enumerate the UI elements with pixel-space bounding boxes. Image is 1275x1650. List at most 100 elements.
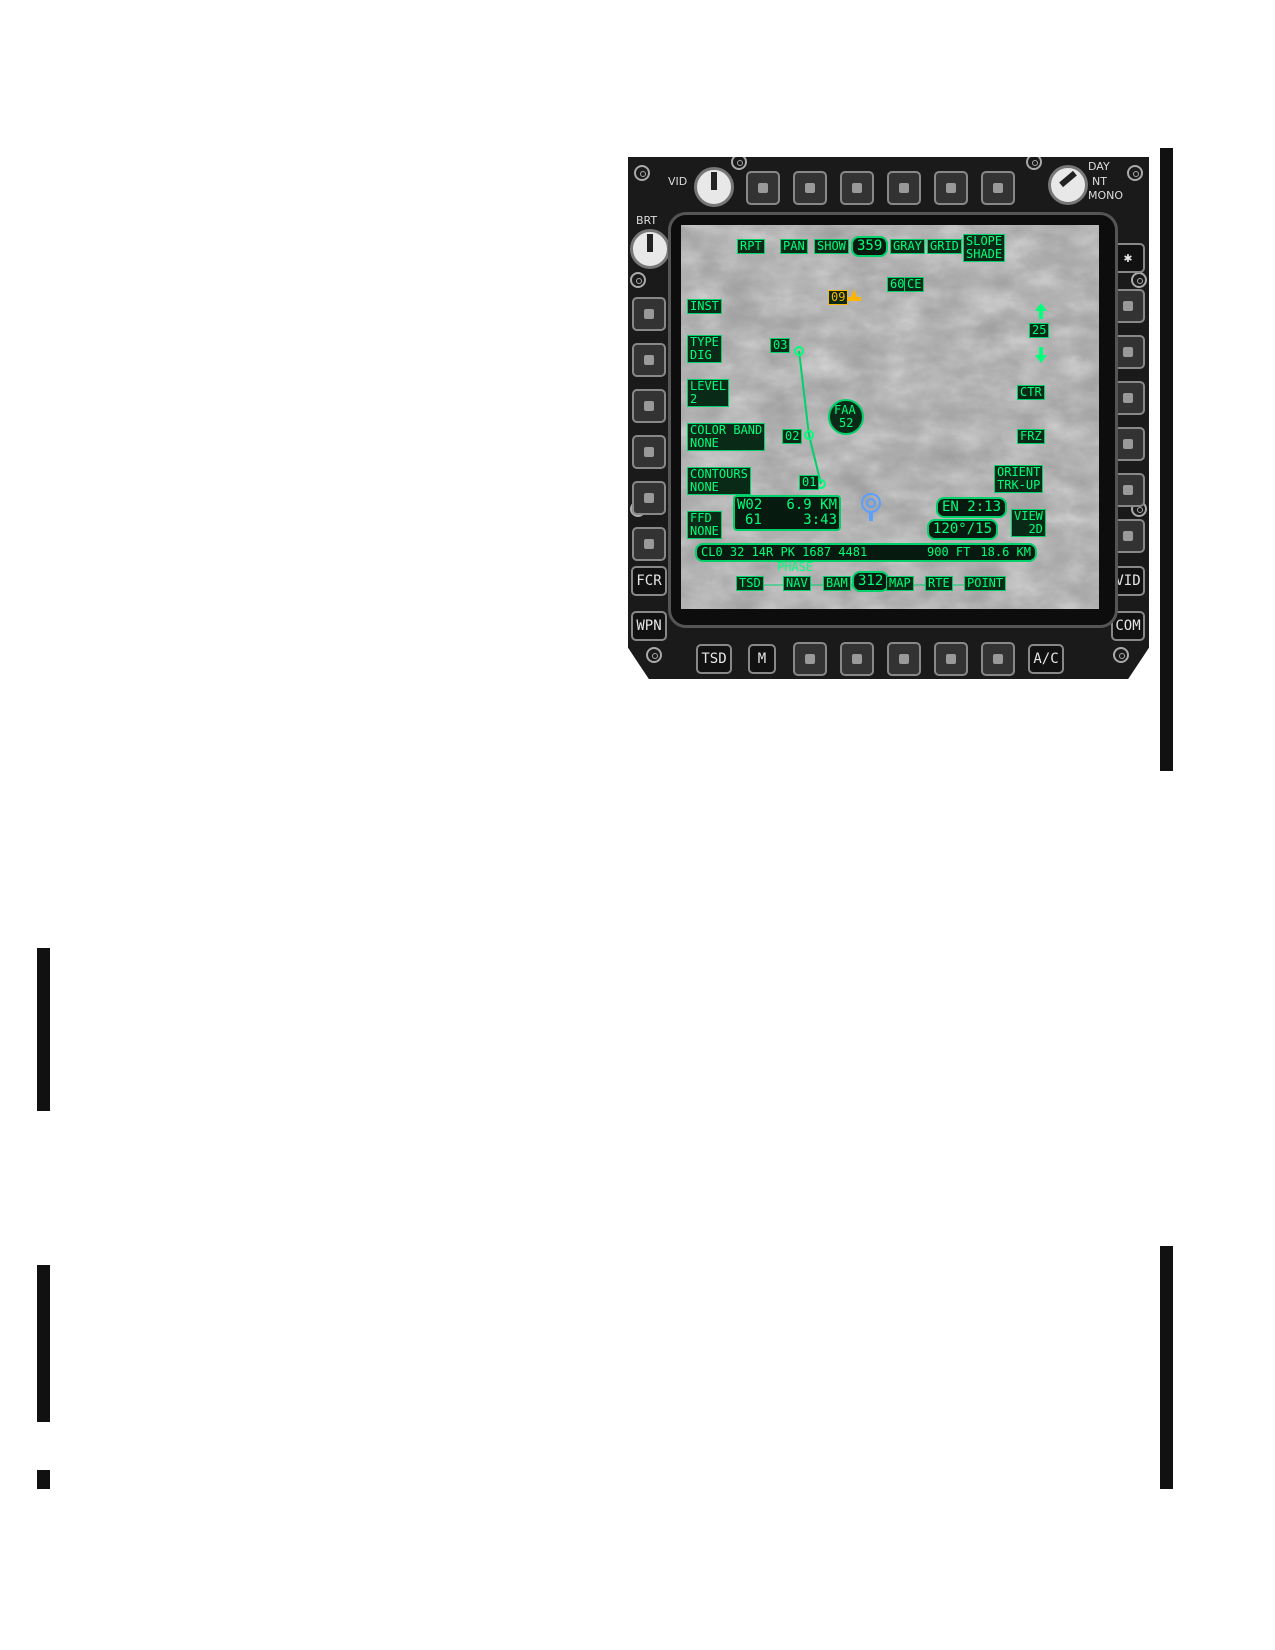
frz-option[interactable]: FRZ [1017,429,1045,444]
fcr-button[interactable]: FCR [631,566,667,596]
osb-left-4[interactable] [632,435,666,469]
osb-left-1[interactable] [632,297,666,331]
osb-top-5[interactable] [934,171,968,205]
tsd-button[interactable]: TSD [696,644,732,674]
grid-option[interactable]: GRID [927,239,962,254]
screw-icon [1127,165,1143,181]
tsd-option[interactable]: TSD [736,576,764,591]
range-up-arrow-icon [1035,303,1047,319]
osb-left-6[interactable] [632,527,666,561]
view-value: 2D [1028,522,1043,536]
ffd-option[interactable]: FFD NONE [687,511,722,539]
osb-top-3[interactable] [840,171,874,205]
osb-top-6[interactable] [981,171,1015,205]
slope-label: SLOPE [966,234,1003,248]
brt-knob[interactable] [630,229,670,269]
change-bar-left-1 [37,948,50,1111]
osb-left-2[interactable] [632,343,666,377]
status-altitude: 900 FT [927,545,971,559]
waypoint-03-marker [794,346,804,356]
heading-readout: 359 [851,236,889,257]
screw-icon [1113,647,1129,663]
range-value: 25 [1029,323,1050,338]
brt-knob-label: BRT [636,214,658,227]
view-label: VIEW [1014,509,1043,523]
waypoint-id: W02 [737,497,763,513]
screw-icon [731,157,747,170]
contours-value: NONE [690,480,719,494]
target-60-label: 60 [887,277,908,292]
level-option[interactable]: LEVEL 2 [687,379,730,407]
contours-option[interactable]: CONTOURS NONE [687,467,751,495]
change-bar-bottom-right [1160,1246,1173,1489]
type-value: DIG [690,348,712,362]
show-option[interactable]: SHOW [814,239,849,254]
ac-button[interactable]: A/C [1028,644,1064,674]
osb-bottom-4[interactable] [934,642,968,676]
osb-left-3[interactable] [632,389,666,423]
waypoint-data-box: W02 6.9 KM 61 3:43 [733,495,841,531]
color-band-value: NONE [690,436,719,450]
waypoint-01-label: 01 [799,475,820,490]
waypoint-time: 3:43 [803,512,837,528]
com-button[interactable]: COM [1111,611,1145,641]
route-line [798,350,822,485]
day-night-mode-knob[interactable] [1048,165,1088,205]
en-label: EN [942,499,959,515]
mode-mono-label: MONO [1088,189,1124,202]
type-label: TYPE [690,335,719,349]
multifunction-display: VID BRT DAY NT MONO FCR WPN ✱ VID COM TS… [628,157,1149,679]
faa-circle [828,399,864,435]
mode-nt-label: NT [1092,175,1107,188]
nav-option[interactable]: NAV [783,576,811,591]
color-band-option[interactable]: COLOR BAND NONE [687,423,766,451]
en-time-box: EN 2:13 [936,497,1008,518]
change-bar-left-2 [37,1265,50,1422]
osb-bottom-1[interactable] [793,642,827,676]
bearing-readout: 120°/15 [927,519,999,540]
orient-label: ORIENT [997,465,1041,479]
map-option[interactable]: MAP [886,576,914,591]
waypoint-distance: 6.9 KM [786,497,837,513]
waypoint-02-label: 02 [782,429,803,444]
osb-top-2[interactable] [793,171,827,205]
bam-option[interactable]: BAM [823,576,851,591]
osb-left-5[interactable] [632,481,666,515]
inst-option[interactable]: INST [687,299,722,314]
ownship-icon [861,493,881,521]
change-bar-top-right [1160,148,1173,771]
slope-shade-option[interactable]: SLOPE SHADE [963,234,1006,262]
osb-top-4[interactable] [887,171,921,205]
rte-option[interactable]: RTE [925,576,953,591]
level-value: 2 [690,392,698,406]
pan-option[interactable]: PAN [780,239,808,254]
en-time: 2:13 [967,499,1002,515]
contours-label: CONTOURS [690,467,748,481]
waypoint-03-label: 03 [770,338,791,353]
threat-icon [847,289,861,301]
color-band-label: COLOR BAND [690,423,763,437]
screw-icon [630,272,646,288]
osb-bottom-2[interactable] [840,642,874,676]
status-distance: 18.6 KM [980,545,1031,559]
orient-value: TRK-UP [997,478,1041,492]
target-60-tag: CE [904,277,925,292]
rpt-option[interactable]: RPT [737,239,765,254]
gray-option[interactable]: GRAY [890,239,925,254]
osb-bottom-5[interactable] [981,642,1015,676]
ctr-option[interactable]: CTR [1017,385,1045,400]
screw-icon [634,165,650,181]
level-label: LEVEL [690,379,727,393]
point-option[interactable]: POINT [964,576,1007,591]
shade-label: SHADE [966,247,1003,261]
view-option[interactable]: VIEW 2D [1011,509,1046,537]
type-option[interactable]: TYPE DIG [687,335,722,363]
m-button[interactable]: M [748,644,776,674]
vid-knob[interactable] [694,167,734,207]
wpn-button[interactable]: WPN [631,611,667,641]
screw-icon [646,647,662,663]
osb-top-1[interactable] [746,171,780,205]
threat-09-label: 09 [828,290,849,305]
orient-option[interactable]: ORIENT TRK-UP [994,465,1044,493]
osb-bottom-3[interactable] [887,642,921,676]
